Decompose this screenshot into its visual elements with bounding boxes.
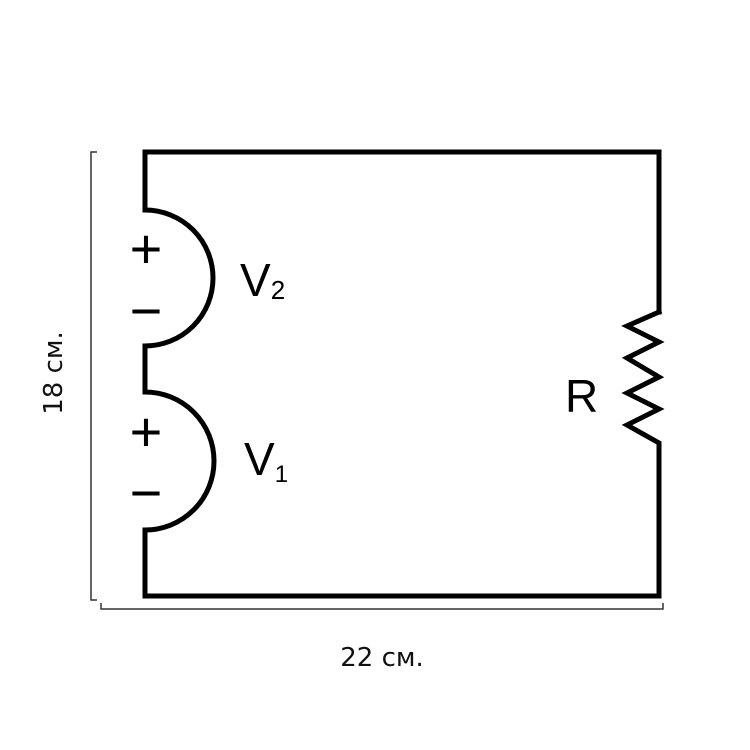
voltage-source-v1: + − xyxy=(130,389,217,533)
dimension-width: 22 см. xyxy=(340,643,424,673)
width-bracket xyxy=(100,603,664,610)
voltage-source-v2: + − xyxy=(130,207,216,349)
minus-sign-v1: − xyxy=(130,461,163,524)
height-bracket xyxy=(90,151,97,601)
plus-sign-v2: + xyxy=(130,217,163,280)
minus-sign-v2: − xyxy=(130,279,163,342)
source-circle-v1 xyxy=(144,389,217,533)
dimension-height: 18 см. xyxy=(39,331,69,415)
label-v2: V2 xyxy=(240,254,285,306)
resistor-zigzag xyxy=(621,308,665,473)
dimension-lines xyxy=(90,151,664,610)
source-circle-v2 xyxy=(144,207,216,349)
plus-sign-v1: + xyxy=(130,400,163,463)
label-r: R xyxy=(565,370,598,422)
circuit-wires xyxy=(142,149,665,599)
label-v1: V1 xyxy=(244,433,288,488)
